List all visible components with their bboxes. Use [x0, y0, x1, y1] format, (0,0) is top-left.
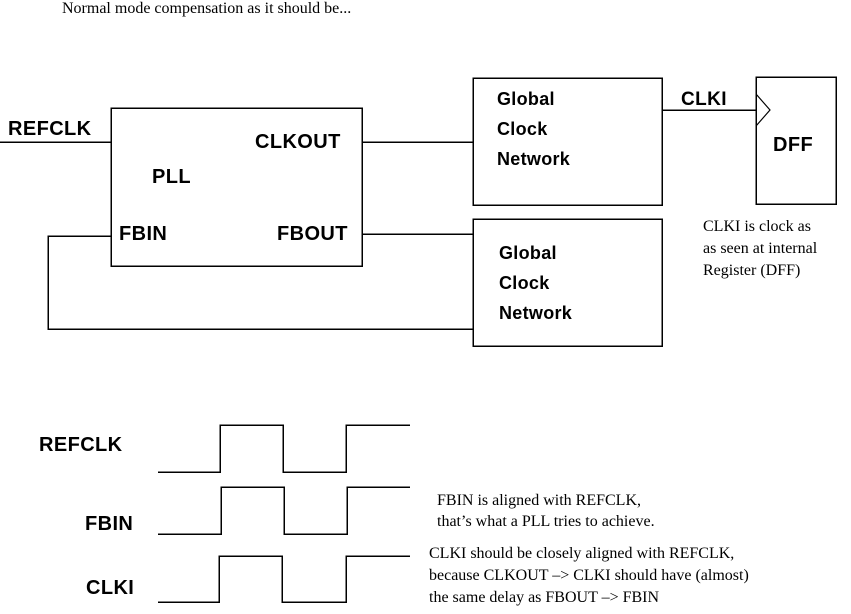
dff-block-label: DFF [773, 134, 814, 156]
page-title: Normal mode compensation as it should be… [62, 0, 352, 17]
global-clock-network-top-label: Global Clock Network [497, 89, 571, 169]
clki-signal-label: CLKI [681, 89, 727, 110]
waveform-fbin-label: FBIN [85, 513, 134, 535]
waveform-refclk-label: REFCLK [39, 434, 123, 456]
pll-block-label: PLL [152, 166, 191, 188]
waveform-clki-label: CLKI [86, 577, 135, 599]
dff-box [755, 76, 837, 205]
refclk-signal-label: REFCLK [8, 118, 92, 140]
feedback-wire [47, 235, 473, 330]
dff-clock-triangle-icon [755, 93, 771, 127]
dff-note: CLKI is clock as as seen at internal Reg… [703, 218, 818, 279]
pll-fbin-port-label: FBIN [119, 223, 168, 245]
fbin-alignment-note: FBIN is aligned with REFCLK, that’s what… [437, 492, 655, 530]
fbin-waveform [158, 486, 410, 535]
pll-clkout-port-label: CLKOUT [255, 131, 341, 153]
pll-box [110, 107, 363, 267]
refclk-waveform [158, 424, 410, 473]
pll-fbout-port-label: FBOUT [277, 223, 348, 245]
clki-waveform [158, 555, 410, 603]
clki-alignment-note: CLKI should be closely aligned with REFC… [429, 545, 749, 606]
global-clock-network-bottom-label: Global Clock Network [499, 243, 573, 323]
global-clock-network-bottom-box [472, 218, 663, 347]
